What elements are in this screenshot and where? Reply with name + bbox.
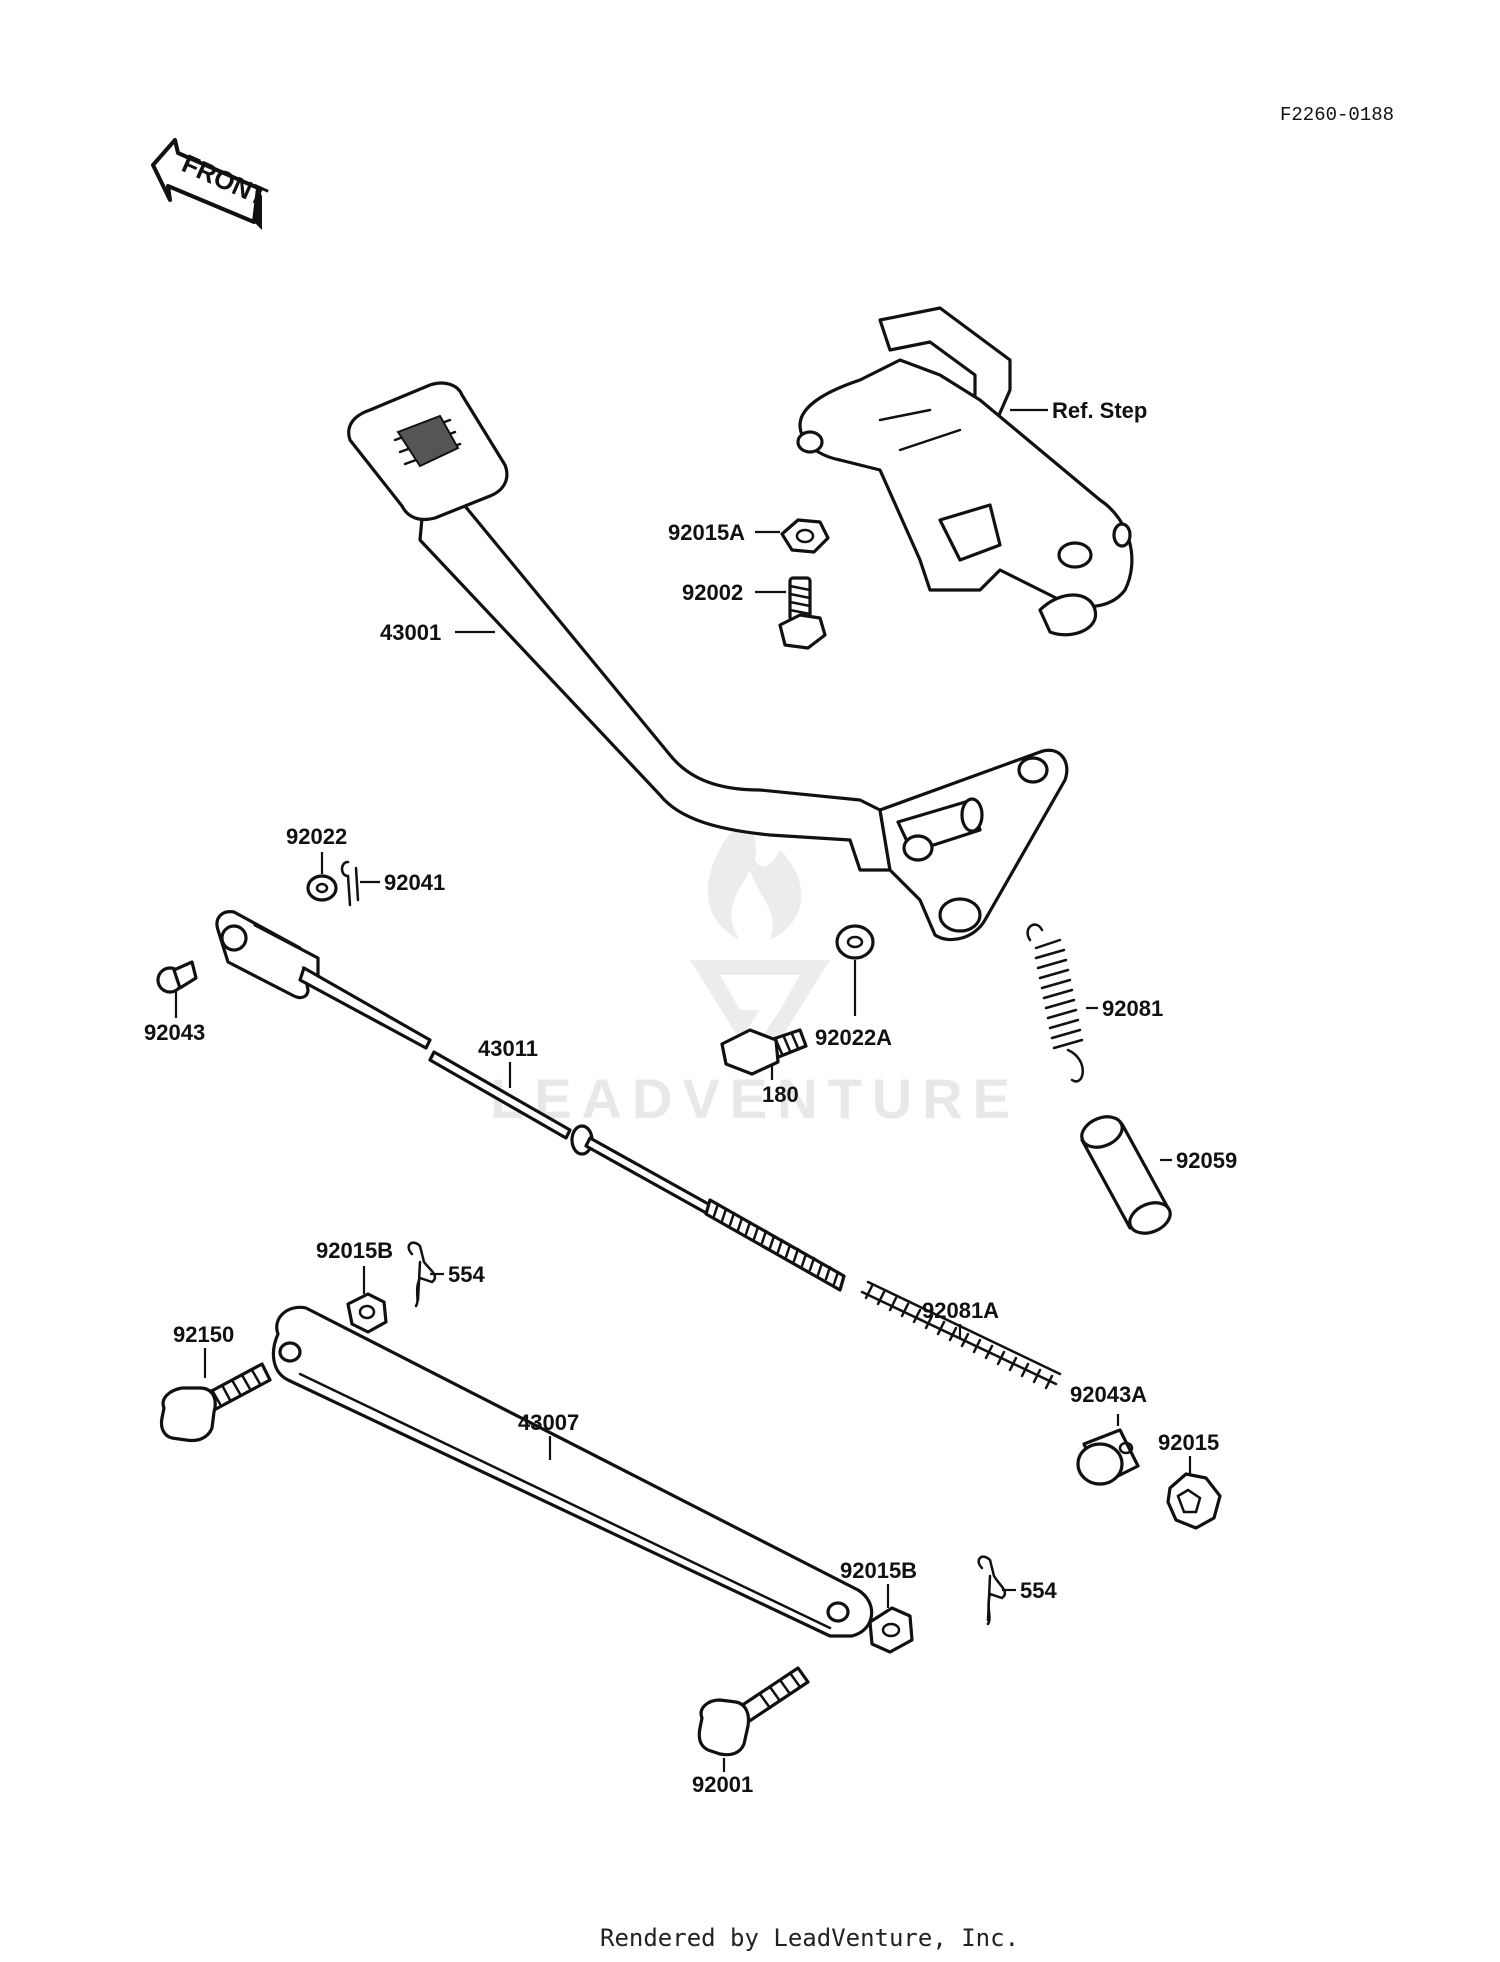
part-92015B-nut-bottom <box>868 1606 914 1654</box>
part-92015-nut <box>1166 1472 1222 1530</box>
label-554-bottom: 554 <box>1020 1578 1057 1603</box>
label-43001: 43001 <box>380 620 441 645</box>
part-92081-spring <box>1026 923 1084 1083</box>
footer-credit: Rendered by LeadVenture, Inc. <box>600 1924 1019 1952</box>
label-92043A: 92043A <box>1070 1382 1147 1407</box>
label-92002: 92002 <box>682 580 743 605</box>
part-43007-brake-link <box>271 1305 874 1638</box>
front-arrow-icon: FRONT <box>151 138 272 230</box>
label-92022: 92022 <box>286 824 347 849</box>
label-92043: 92043 <box>144 1020 205 1045</box>
part-92081A-spring <box>860 1280 1062 1390</box>
part-92041-cotter-pin <box>340 860 360 907</box>
part-43011-brake-rod <box>215 910 846 1292</box>
part-92002-bolt <box>778 576 827 650</box>
part-92022A-washer <box>835 924 875 960</box>
label-92150: 92150 <box>173 1322 234 1347</box>
watermark: LEADVENTURE <box>490 827 1020 1130</box>
step-bracket <box>796 306 1134 637</box>
label-92015: 92015 <box>1158 1430 1219 1455</box>
watermark-text: LEADVENTURE <box>490 1067 1020 1130</box>
part-92043A-pin <box>1076 1428 1140 1486</box>
part-43001-brake-pedal <box>347 381 1069 942</box>
part-92015A-nut <box>780 518 830 554</box>
part-554-clip-top <box>407 1241 437 1308</box>
part-92043-pin <box>156 960 198 994</box>
label-92081: 92081 <box>1102 996 1163 1021</box>
label-92041: 92041 <box>384 870 445 895</box>
part-92001-bolt <box>697 1666 810 1757</box>
label-ref-step: Ref. Step <box>1052 398 1147 423</box>
label-92001: 92001 <box>692 1772 753 1797</box>
label-92081A: 92081A <box>922 1298 999 1323</box>
part-92059-collar <box>1080 1115 1172 1235</box>
label-92015A: 92015A <box>668 520 745 545</box>
label-180: 180 <box>762 1082 799 1107</box>
part-554-clip-bottom <box>977 1555 1007 1626</box>
part-180-bolt <box>720 1028 808 1076</box>
part-92022-washer <box>306 874 338 902</box>
label-554-top: 554 <box>448 1262 485 1287</box>
label-43007: 43007 <box>518 1410 579 1435</box>
part-92015B-nut-top <box>346 1292 388 1334</box>
label-92015B-top: 92015B <box>316 1238 393 1263</box>
label-43011: 43011 <box>478 1036 538 1061</box>
label-92059: 92059 <box>1176 1148 1237 1173</box>
part-92150-bolt <box>159 1362 272 1443</box>
drawing-code: F2260-0188 <box>1280 104 1394 126</box>
label-92015B-bottom: 92015B <box>840 1558 917 1583</box>
label-92022A: 92022A <box>815 1025 892 1050</box>
